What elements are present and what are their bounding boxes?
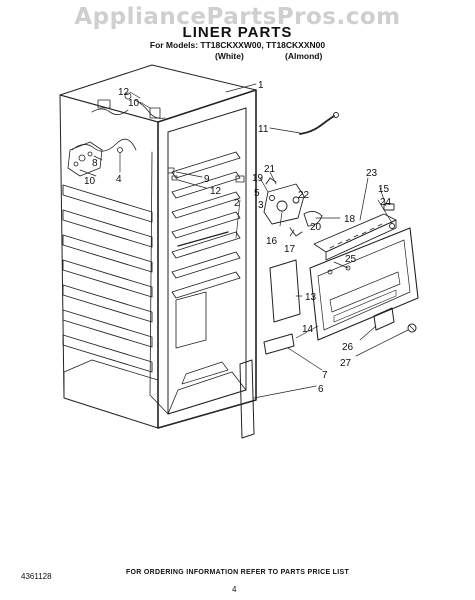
callout-label: 7: [322, 370, 328, 381]
callout-label: 12: [118, 87, 130, 98]
callout-label: 11: [258, 124, 269, 135]
callout-label: 16: [266, 236, 278, 247]
callout-label: 12: [210, 186, 222, 197]
callout-label: 23: [366, 168, 378, 179]
part-strip: [239, 359, 255, 439]
watermark: AppliancePartsPros.com: [74, 4, 401, 30]
ordering-note: FOR ORDERING INFORMATION REFER TO PARTS …: [125, 569, 350, 576]
callout-label: 20: [310, 222, 322, 233]
page-number: 4: [232, 585, 237, 594]
callout-label: 4: [116, 174, 122, 185]
cabinet-liner: [59, 64, 257, 429]
callout-label: 21: [264, 164, 276, 175]
variant-almond: (Almond): [285, 51, 323, 61]
callout-leaders: [79, 83, 409, 399]
callout-label: 3: [258, 200, 264, 211]
page-title: LINER PARTS: [182, 24, 293, 41]
callout-label: 24: [380, 197, 392, 208]
part-screw: [407, 323, 417, 333]
callout-numbers: 1 12 10 11 4 9 12 8 10 2 21 19 5 3 23 15…: [84, 80, 392, 395]
callout-label: 5: [254, 188, 260, 199]
control-assembly: [263, 177, 323, 237]
callout-label: 6: [318, 384, 324, 395]
part-insulation-block: [269, 259, 301, 323]
part-clip: [373, 307, 395, 331]
callout-label: 15: [378, 184, 390, 195]
callout-label: 25: [345, 254, 357, 265]
callout-label: 1: [258, 80, 264, 91]
callout-label: 14: [302, 324, 314, 335]
callout-label: 13: [305, 292, 317, 303]
callout-label: 9: [204, 174, 210, 185]
callout-label: 27: [340, 358, 352, 369]
callout-label: 17: [284, 244, 296, 255]
callout-label: 8: [92, 158, 98, 169]
callout-label: 18: [344, 214, 356, 225]
control-cover-panel: [309, 227, 419, 341]
document-number: 4361128: [21, 572, 52, 581]
models-line: For Models: TT18CKXXW00, TT18CKXXN00: [149, 40, 326, 50]
callout-label: 19: [252, 173, 264, 184]
part-wire-harness: [299, 115, 335, 135]
callout-label: 26: [342, 342, 354, 353]
callout-label: 10: [128, 98, 140, 109]
callout-label: 2: [234, 198, 240, 209]
light-shield-bar: [313, 203, 397, 261]
callout-label: 22: [298, 190, 310, 201]
variant-white: (White): [215, 51, 244, 61]
part-bracket: [263, 333, 295, 355]
callout-label: 10: [84, 176, 96, 187]
